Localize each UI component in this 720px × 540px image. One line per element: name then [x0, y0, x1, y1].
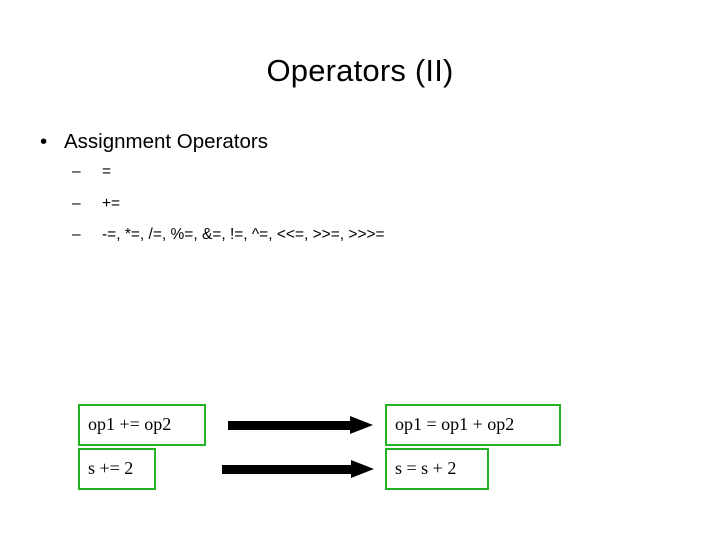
sub-bullet-label: =	[102, 163, 112, 180]
sub-bullet-list: – = – += – -=, *=, /=, %=, &=, !=, ^=, <…	[34, 162, 674, 245]
arrow-shaft	[228, 421, 351, 430]
arrow-head	[351, 460, 374, 478]
diagram-row: op1 += op2 op1 = op1 + op2	[0, 404, 720, 446]
equivalence-diagram: op1 += op2 op1 = op1 + op2 s += 2 s = s …	[0, 398, 720, 508]
dash-marker-icon: –	[72, 194, 81, 212]
bullet-dot-icon: •	[40, 130, 48, 153]
target-expression-box: op1 = op1 + op2	[385, 404, 561, 446]
bullet-label: Assignment Operators	[64, 130, 268, 153]
sub-bullet-compound-operators: – -=, *=, /=, %=, &=, !=, ^=, <<=, >>=, …	[34, 225, 674, 245]
arrow-right-icon	[228, 416, 373, 434]
source-expression-box: op1 += op2	[78, 404, 206, 446]
sub-bullet-plus-assign: – +=	[34, 194, 674, 214]
bullet-assignment-operators: • Assignment Operators	[34, 128, 674, 156]
dash-marker-icon: –	[72, 226, 81, 243]
sub-bullet-label: -=, *=, /=, %=, &=, !=, ^=, <<=, >>=, >>…	[102, 226, 385, 243]
sub-bullet-simple-assign: – =	[34, 162, 674, 182]
page-title: Operators (II)	[266, 53, 454, 88]
arrow-head	[350, 416, 373, 434]
target-expression-box: s = s + 2	[385, 448, 489, 490]
arrow-shaft	[222, 465, 352, 474]
diagram-row: s += 2 s = s + 2	[0, 448, 720, 490]
dash-marker-icon: –	[72, 163, 81, 180]
bullet-list: • Assignment Operators – = – += – -=, *=…	[34, 128, 674, 257]
sub-bullet-label: +=	[102, 194, 121, 212]
arrow-right-icon	[222, 460, 374, 478]
source-expression-box: s += 2	[78, 448, 156, 490]
